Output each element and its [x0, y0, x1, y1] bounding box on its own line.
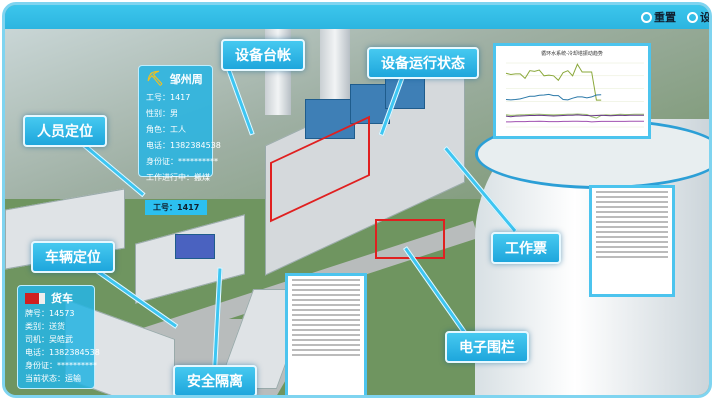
worker-icon: ⛏	[146, 71, 164, 87]
vehicle-field: 牌号：14573	[25, 309, 75, 318]
reset-button[interactable]: 重置	[641, 9, 676, 25]
label-equipment-ledger[interactable]: 设备台帐	[221, 39, 305, 71]
isolation-document[interactable]	[285, 273, 367, 395]
settings-icon	[687, 11, 698, 23]
series-line	[505, 93, 602, 101]
person-field: 性别：男	[146, 109, 178, 118]
person-info-card[interactable]: ⛏ 邹州周 工号：1417 性别：男 角色：工人 电话：1382384538 身份…	[138, 65, 221, 182]
vehicle-field: 电话：1382384538	[25, 348, 100, 357]
settings-button[interactable]: 设	[687, 9, 711, 25]
label-vehicle-location[interactable]: 车辆定位	[31, 241, 115, 273]
boiler	[350, 84, 390, 124]
series-line	[505, 113, 644, 119]
chart-svg	[505, 62, 644, 128]
person-field: 角色：工人	[146, 125, 186, 134]
label-personnel-location[interactable]: 人员定位	[23, 115, 107, 147]
label-work-ticket[interactable]: 工作票	[491, 232, 561, 264]
truck-icon	[25, 292, 45, 304]
person-tag[interactable]: 工号：1417	[145, 200, 208, 215]
vehicle-field: 身份证：**********	[25, 361, 97, 370]
series-line	[505, 63, 602, 101]
vehicle-status: 当前状态：运输	[25, 374, 81, 383]
label-equipment-status[interactable]: 设备运行状态	[367, 47, 479, 79]
series-line	[506, 120, 644, 123]
boiler	[305, 99, 355, 139]
person-field: 工作进行中：搬煤	[146, 173, 210, 182]
person-field: 电话：1382384538	[146, 141, 221, 150]
settings-label: 设	[700, 11, 711, 24]
person-field: 身份证：**********	[146, 157, 218, 166]
chart-title: 循环水系统-冷却塔振动趋势	[541, 51, 603, 57]
vehicle-field: 类别：送货	[25, 322, 65, 331]
top-bar: 重置 设	[5, 5, 709, 29]
tank-group	[175, 234, 215, 259]
work-ticket-document[interactable]	[589, 185, 675, 297]
vehicle-field: 司机：吴皓武	[25, 335, 73, 344]
status-chart[interactable]: 循环水系统-冷却塔振动趋势	[493, 43, 651, 139]
reset-label: 重置	[654, 11, 676, 24]
label-e-fence[interactable]: 电子围栏	[445, 331, 529, 363]
vehicle-info-card[interactable]: 货车 牌号：14573 类别：送货 司机：吴皓武 电话：1382384538 身…	[17, 285, 100, 389]
series-line	[505, 114, 644, 118]
label-safety-isolation[interactable]: 安全隔离	[173, 365, 257, 395]
reset-icon	[641, 11, 652, 23]
person-name: 邹州周	[169, 73, 203, 86]
vehicle-name: 货车	[51, 292, 73, 305]
person-field: 工号：1417	[146, 93, 191, 102]
